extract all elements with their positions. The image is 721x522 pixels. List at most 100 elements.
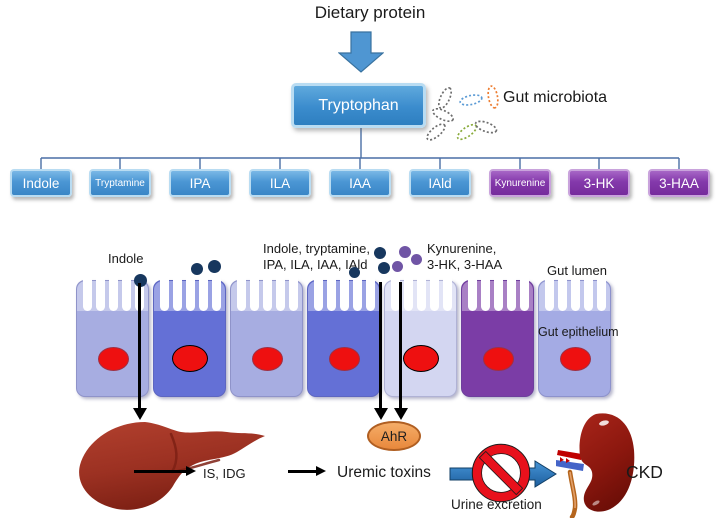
navy-metabolite-dot-icon	[133, 273, 147, 287]
microvillus-icon	[314, 278, 323, 311]
microvillus-icon	[468, 278, 477, 311]
cell-nucleus-icon	[329, 347, 360, 371]
microvillus-icon	[558, 278, 567, 311]
microvillus-icon	[391, 278, 400, 311]
uremic-toxins-arrowhead-icon	[316, 466, 326, 476]
epithelial-cell-1	[76, 278, 149, 397]
metabolite-box-kynurenine: Kynurenine	[489, 169, 551, 197]
cell-nucleus-icon	[98, 347, 129, 371]
navy-metabolite-dot-icon	[207, 259, 221, 273]
microvillus-icon	[250, 278, 259, 311]
microvillus-icon	[494, 278, 503, 311]
ahr-receptor-oval: AhR	[367, 421, 421, 451]
liver-output-arrow	[134, 470, 187, 473]
uremic-toxins-arrow	[288, 470, 317, 473]
indole-to-liver-arrowhead-icon	[132, 408, 147, 420]
microvillus-icon	[263, 278, 272, 311]
ckd-label: CKD	[626, 462, 663, 482]
bacterium-icon	[456, 123, 478, 141]
epithelial-cell-2	[153, 278, 226, 397]
indole-lumen-label: Indole	[108, 251, 144, 266]
no-entry-icon	[471, 443, 531, 503]
cell-nucleus-icon	[483, 347, 514, 371]
indole-group-line1: Indole, tryptamine,	[263, 241, 370, 256]
diagram-title: Dietary protein	[314, 3, 426, 22]
microvillus-icon	[212, 278, 221, 311]
microvillus-icon	[597, 278, 606, 311]
metabolite-box-ila: ILA	[249, 169, 311, 197]
microvillus-icon	[199, 278, 208, 311]
microvillus-icon	[327, 278, 336, 311]
kidney-icon	[556, 413, 635, 518]
metabolite-box-3-haa: 3-HAA	[648, 169, 710, 197]
microvillus-icon	[481, 278, 490, 311]
purple-metabolite-dot-icon	[410, 253, 422, 265]
uremic-toxins-label: Uremic toxins	[337, 464, 431, 481]
tryptophan-box: Tryptophan	[291, 83, 426, 128]
metabolite-box-indole: Indole	[10, 169, 72, 197]
indole-to-liver-arrow	[138, 283, 141, 409]
bacterium-icon	[426, 123, 446, 141]
bacterium-icon	[474, 120, 498, 134]
metabolites-to-ahr-arrowhead-2-icon	[393, 408, 408, 420]
bacterium-icon	[437, 87, 453, 109]
metabolites-to-ahr-arrow-1	[379, 282, 382, 409]
metabolite-box-3-hk: 3-HK	[568, 169, 630, 197]
metabolite-box-ipa: IPA	[169, 169, 231, 197]
navy-metabolite-dot-icon	[191, 263, 203, 275]
indole-group-line2: IPA, ILA, IAA, IAld	[263, 256, 368, 272]
metabolite-box-iald: IAld	[409, 169, 471, 197]
microvillus-icon	[366, 278, 375, 311]
epithelial-cell-7	[538, 278, 611, 397]
is-idg-label: IS, IDG	[203, 466, 246, 481]
ahr-label: AhR	[380, 428, 408, 444]
metabolite-box-iaa: IAA	[329, 169, 391, 197]
gut-epithelium-label: Gut epithelium	[538, 325, 619, 339]
microvillus-icon	[404, 278, 413, 311]
tryptophan-label: Tryptophan	[318, 96, 399, 114]
kynurenine-group-label: Kynurenine, 3-HK, 3-HAA	[427, 241, 502, 272]
microvillus-icon	[160, 278, 169, 311]
navy-metabolite-dot-icon	[374, 247, 386, 259]
microvillus-icon	[289, 278, 298, 311]
bacterium-icon	[432, 107, 454, 123]
navy-metabolite-dot-icon	[348, 266, 360, 278]
microvillus-icon	[186, 278, 195, 311]
gut-microbiota-label: Gut microbiota	[503, 89, 608, 106]
microvillus-icon	[353, 278, 362, 311]
bacterium-icon	[459, 94, 483, 106]
microvillus-icon	[276, 278, 285, 311]
urine-excretion-label: Urine excretion	[451, 497, 542, 512]
microvillus-icon	[173, 278, 182, 311]
microvillus-icon	[109, 278, 118, 311]
microvillus-icon	[507, 278, 516, 311]
microvillus-icon	[340, 278, 349, 311]
metabolites-to-ahr-arrow-2	[399, 282, 402, 409]
microvillus-icon	[520, 278, 529, 311]
bacterium-icon	[487, 85, 499, 109]
purple-metabolite-dot-icon	[391, 260, 403, 272]
indole-group-label: Indole, tryptamine, IPA, ILA, IAA, IAld	[263, 241, 370, 272]
kynurenine-group-line1: Kynurenine,	[427, 241, 497, 256]
microvillus-icon	[237, 278, 246, 311]
bacteria-icons	[426, 85, 499, 141]
purple-metabolite-dot-icon	[399, 246, 411, 258]
kynurenine-group-line2: 3-HK, 3-HAA	[427, 256, 503, 272]
metabolites-to-ahr-arrowhead-1-icon	[373, 408, 388, 420]
microvillus-icon	[545, 278, 554, 311]
navy-metabolite-dot-icon	[378, 262, 390, 274]
cell-nucleus-icon	[403, 345, 439, 372]
cell-nucleus-icon	[560, 347, 591, 371]
down-arrow-icon	[338, 31, 384, 73]
epithelial-cell-6	[461, 278, 534, 397]
microvillus-icon	[443, 278, 452, 311]
microvillus-icon	[571, 278, 580, 311]
microvillus-icon	[417, 278, 426, 311]
cell-nucleus-icon	[172, 345, 208, 372]
microvillus-icon	[122, 278, 131, 311]
microvillus-icon	[83, 278, 92, 311]
epithelial-cell-5	[384, 278, 457, 397]
metabolite-box-tryptamine: Tryptamine	[89, 169, 151, 197]
